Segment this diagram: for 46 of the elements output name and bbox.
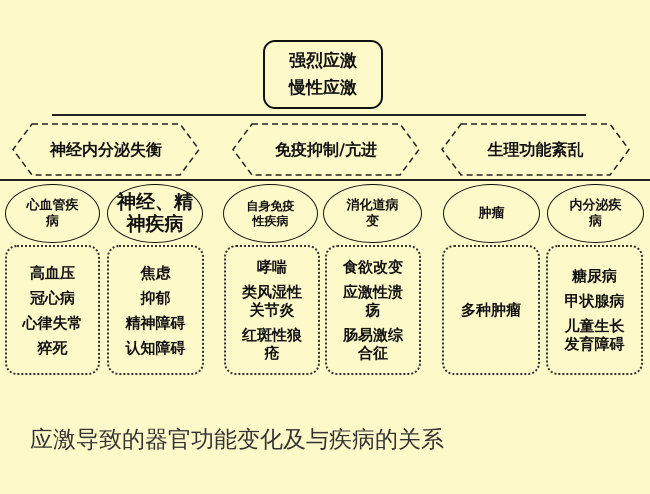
- disease-name: 红斑性狼疮: [240, 326, 303, 362]
- category-label: 肿瘤: [478, 206, 504, 222]
- mechanism-label: 神经内分泌失衡: [50, 140, 162, 160]
- disease-name: 哮喘: [257, 258, 287, 276]
- category-label: 心血管疾病: [25, 198, 80, 230]
- disease-name: 冠心病: [30, 288, 75, 306]
- category-label: 自身免疫性疾病: [246, 199, 296, 228]
- disease-name: 食欲改变: [343, 258, 403, 276]
- disease-name: 认知障碍: [126, 338, 186, 356]
- category-ellipse: [223, 184, 318, 243]
- disease-name: 糖尿病: [572, 267, 617, 285]
- disease-list-box: [546, 245, 643, 375]
- mechanism-hexagon: [232, 123, 420, 176]
- disease-name: 多种肿瘤: [461, 301, 521, 319]
- disease-name: 焦虑: [140, 264, 170, 282]
- disease-name: 肠易激综合征: [342, 326, 404, 362]
- disease-name: 抑郁: [140, 288, 170, 306]
- category-ellipse: [107, 184, 203, 243]
- disease-name: 心律失常: [22, 314, 82, 332]
- mechanism-hexagon: [441, 123, 630, 176]
- disease-list-box: [325, 245, 421, 375]
- disease-name: 猝死: [38, 338, 68, 356]
- category-ellipse: [5, 184, 100, 243]
- disease-list-box: [224, 245, 320, 375]
- disease-name: 精神障碍: [126, 314, 186, 332]
- disease-name: 儿童生长发育障碍: [563, 317, 626, 353]
- category-ellipse: [323, 184, 422, 243]
- disease-name: 应激性溃疡: [342, 283, 404, 319]
- category-label: 内分泌疾病: [568, 198, 622, 230]
- category-ellipse: [443, 184, 540, 243]
- mechanism-label: 生理功能紊乱: [488, 140, 584, 160]
- stress-label: 慢性应激: [289, 78, 357, 98]
- category-label: 神经、精神疾病: [115, 192, 194, 236]
- disease-name: 类风湿性关节炎: [240, 283, 303, 319]
- category-ellipse: [547, 184, 644, 243]
- disease-list-box: [5, 245, 100, 375]
- mechanism-hexagon: [12, 123, 200, 176]
- disease-list-box: [107, 245, 204, 375]
- disease-name: 高血压: [30, 264, 75, 282]
- category-label: 消化道病变: [346, 198, 400, 230]
- stress-label: 强烈应激: [289, 51, 357, 72]
- mechanism-label: 免疫抑制/亢进: [275, 140, 377, 160]
- disease-list-box: [442, 245, 540, 375]
- disease-name: 甲状腺病: [564, 292, 624, 310]
- caption: 应激导致的器官功能变化及与疾病的关系: [30, 426, 444, 455]
- stress-box: [263, 40, 383, 109]
